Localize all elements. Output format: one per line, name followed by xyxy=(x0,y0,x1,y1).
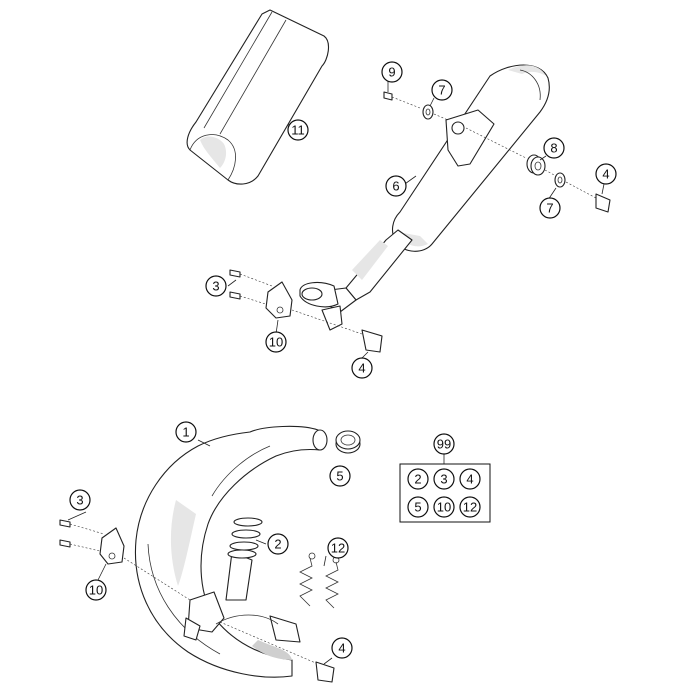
kit-item-label: 12 xyxy=(463,500,477,515)
callout-12: 12 xyxy=(327,537,349,559)
lower-small-parts xyxy=(59,430,361,683)
callout-label: 12 xyxy=(331,541,345,556)
callout-6: 6 xyxy=(385,175,407,197)
callout-label: 10 xyxy=(269,335,283,350)
callout-2: 2 xyxy=(267,533,289,555)
callout-label: 4 xyxy=(358,361,365,376)
callout-label: 10 xyxy=(89,583,103,598)
callout-4-middle: 4 xyxy=(351,357,373,379)
part-silencer xyxy=(299,64,550,331)
kit-item-12: 12 xyxy=(459,496,481,518)
callout-7-second: 7 xyxy=(539,197,561,219)
kit-item-label: 10 xyxy=(437,500,451,515)
callout-3-lower: 3 xyxy=(69,489,91,511)
upper-fasteners xyxy=(229,91,611,353)
callout-label: 7 xyxy=(438,83,445,98)
callout-10-lower: 10 xyxy=(85,579,107,601)
part-expansion-chamber xyxy=(134,425,328,678)
callout-label: 2 xyxy=(274,537,281,552)
kit-label: 99 xyxy=(437,437,451,452)
callout-3-upper: 3 xyxy=(205,275,227,297)
callout-label: 8 xyxy=(550,141,557,156)
kit-item-label: 5 xyxy=(414,500,421,515)
part-sleeve xyxy=(186,9,330,185)
callout-label: 9 xyxy=(388,65,395,80)
callout-label: 5 xyxy=(336,469,343,484)
callout-label: 1 xyxy=(182,425,189,440)
kit-item-label: 2 xyxy=(414,472,421,487)
kit-item-label: 4 xyxy=(466,472,473,487)
callout-4-upper: 4 xyxy=(595,163,617,185)
callout-label: 4 xyxy=(602,167,609,182)
callout-7: 7 xyxy=(431,79,453,101)
callout-label: 3 xyxy=(76,493,83,508)
callout-label: 3 xyxy=(212,279,219,294)
kit-item-label: 3 xyxy=(440,472,447,487)
kit-item-10: 10 xyxy=(433,496,455,518)
callout-label: 11 xyxy=(291,123,305,138)
callout-11: 11 xyxy=(287,119,309,141)
callout-9: 9 xyxy=(381,61,403,83)
kit-item-5: 5 xyxy=(407,496,429,518)
kit-99: 99 2 3 4 5 10 12 xyxy=(399,433,491,523)
kit-item-2: 2 xyxy=(407,468,429,490)
callout-4-lower: 4 xyxy=(331,637,353,659)
kit-item-4: 4 xyxy=(459,468,481,490)
callout-10-upper: 10 xyxy=(265,331,287,353)
callout-1: 1 xyxy=(175,421,197,443)
callout-label: 4 xyxy=(338,641,345,656)
callout-8: 8 xyxy=(543,137,565,159)
callout-label: 7 xyxy=(546,201,553,216)
callout-label: 6 xyxy=(392,179,399,194)
kit-item-3: 3 xyxy=(433,468,455,490)
callout-5: 5 xyxy=(329,465,351,487)
